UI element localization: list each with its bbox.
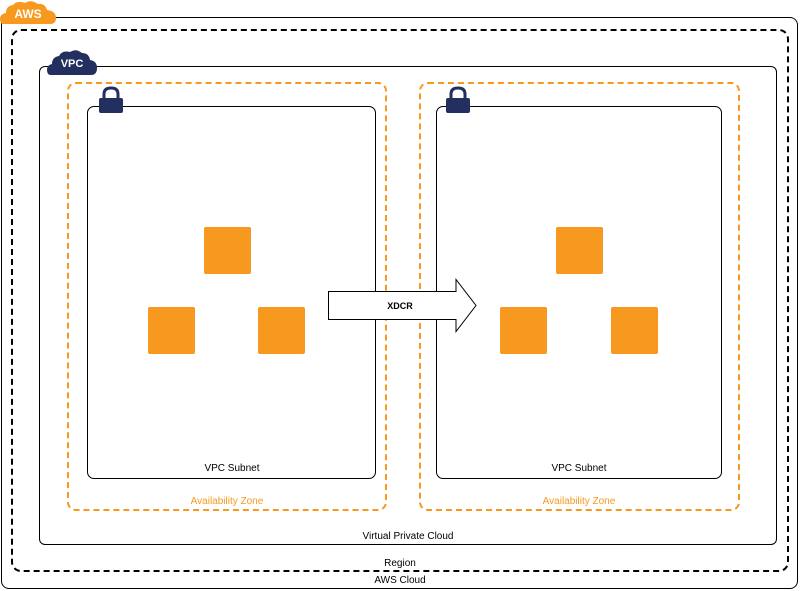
xdcr-arrow (328, 278, 477, 333)
aws-cloud-label: AWS Cloud (374, 575, 426, 586)
vpc-cloud-icon (47, 50, 97, 75)
subnet-right (436, 106, 722, 479)
node-left-top (204, 227, 251, 274)
vpc-container (39, 66, 777, 545)
vpc-badge-label: VPC (60, 58, 84, 70)
availability-zone-right-label: Availability Zone (542, 496, 616, 507)
subnet-left-label: VPC Subnet (204, 463, 260, 474)
node-right-top (556, 227, 603, 274)
xdcr-label: XDCR (387, 301, 413, 311)
aws-cloud-container (1, 17, 798, 589)
aws-cloud-icon (0, 1, 56, 25)
node-right-bottom-left (500, 307, 547, 354)
subnet-right-label: VPC Subnet (551, 463, 607, 474)
padlock-icon (446, 86, 470, 113)
aws-badge-label: AWS (14, 7, 42, 21)
region-label: Region (384, 558, 416, 569)
padlock-icon (99, 86, 123, 113)
availability-zone-left-label: Availability Zone (190, 496, 264, 507)
node-left-bottom-right (258, 307, 305, 354)
region-container (11, 29, 789, 572)
node-right-bottom-right (611, 307, 658, 354)
vpc-label: Virtual Private Cloud (362, 531, 454, 542)
node-left-bottom-left (148, 307, 195, 354)
